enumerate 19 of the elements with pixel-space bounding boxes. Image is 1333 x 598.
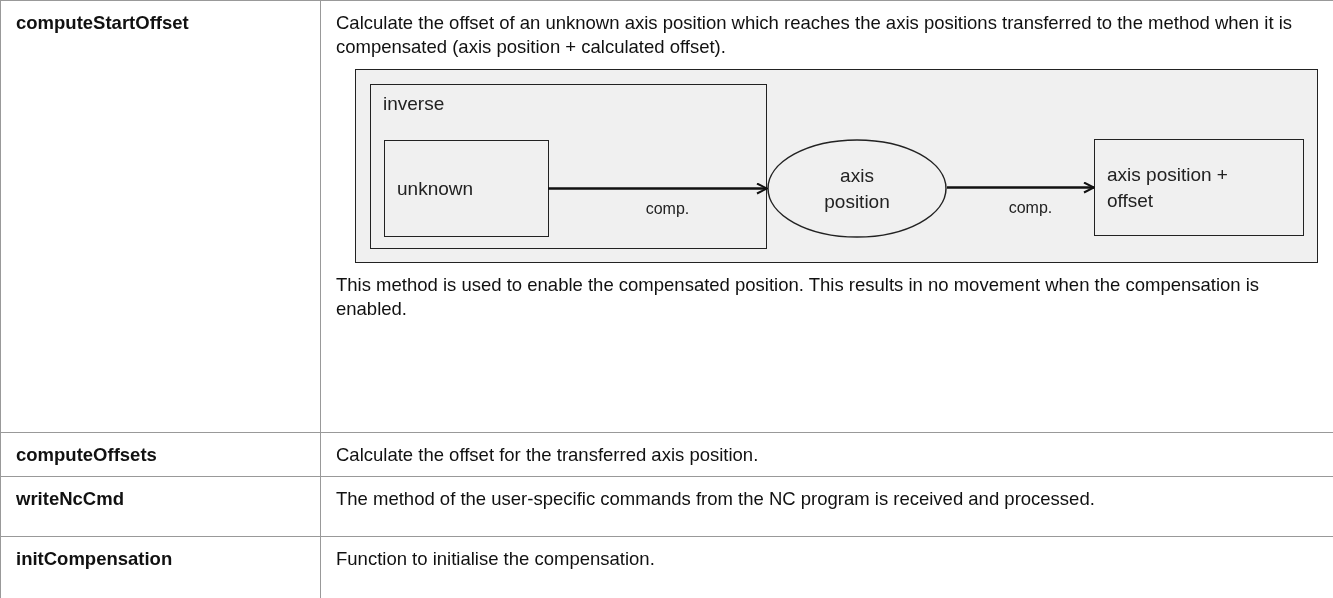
node-label: inverse [383,92,445,116]
process-box [384,140,549,237]
method-name: writeNcCmd [16,487,125,511]
description-text: Function to initialise the compensation. [336,547,656,571]
group-box [370,84,767,249]
method-name: computeStartOffset [16,11,190,35]
arrow [947,181,1095,194]
description-text: The method of the user-specific commands from the NC program is received and processed. [336,487,1096,511]
node-label: axis position + offset [1107,162,1229,213]
ellipse-node [767,139,947,238]
arrow [548,182,768,195]
node-label: unknown [397,176,474,201]
description-text: Calculate the offset for the transferred axis position. [336,443,760,467]
method-name: computeOffsets [16,443,158,467]
description-text: This method is used to enable the compensated position. This results in no movement when the compensation is enabled. [336,273,1261,321]
description-text: Calculate the offset of an unknown axis position which reaches the axis positions transferred to the method when it is compensated (axis position + calculated offset). [336,11,1294,59]
process-box [1094,139,1304,236]
method-name: initCompensation [16,547,174,571]
node-label: axis position [823,163,891,214]
